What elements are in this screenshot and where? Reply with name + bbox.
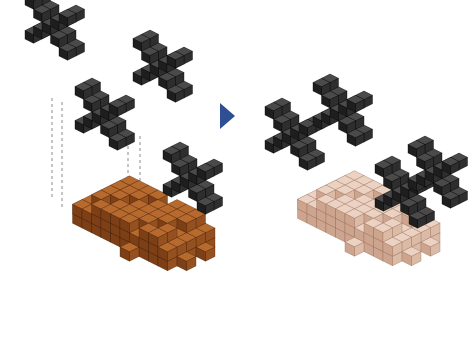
cross-piece-top-right <box>133 30 193 102</box>
cross-piece-middle <box>75 78 135 150</box>
step-arrow-icon <box>220 103 235 129</box>
assembled-cross-back <box>313 74 373 146</box>
assembled-cross-left <box>265 98 325 170</box>
step-arrow-triangle <box>220 103 235 129</box>
exploded-view <box>25 0 223 271</box>
cross-piece-top-left-cube-13-left-face <box>25 0 34 9</box>
assembled-view <box>265 74 468 266</box>
cross-piece-top-left <box>25 0 85 60</box>
